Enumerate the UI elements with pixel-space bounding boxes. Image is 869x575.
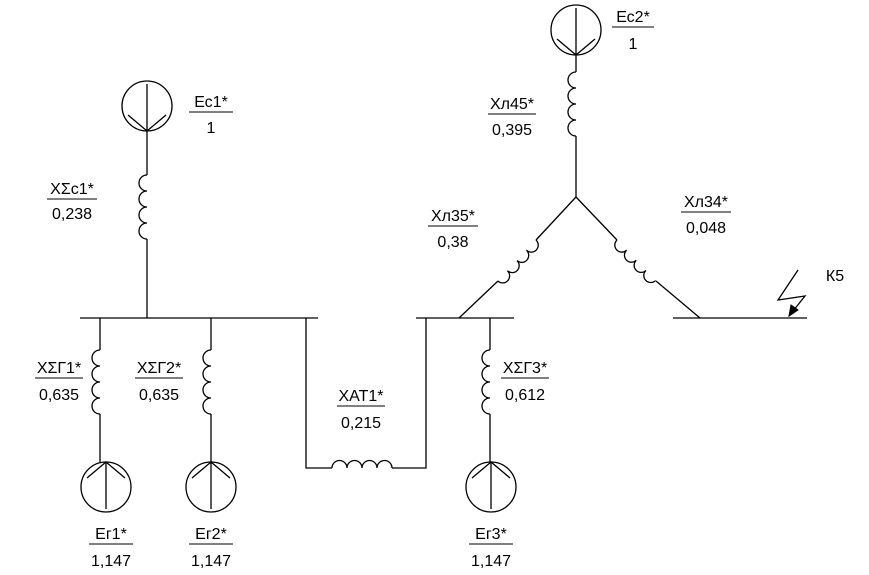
inductor-xg2 bbox=[202, 349, 212, 415]
wire-xl35-upper bbox=[535, 196, 577, 241]
label-xg1-value: 0,635 bbox=[39, 387, 79, 404]
wire-xl35-lower bbox=[458, 280, 499, 319]
label-xg2-value: 0,635 bbox=[139, 387, 179, 404]
generator-eg2 bbox=[185, 461, 237, 513]
label-xl45-name: Xл45* bbox=[490, 96, 534, 113]
wire-at1-left bbox=[305, 318, 332, 469]
source-ec1 bbox=[121, 80, 173, 132]
label-xg3-name: XΣГ3* bbox=[503, 360, 547, 377]
label-xc1-name: XΣс1* bbox=[50, 181, 94, 198]
wire-xl34-lower bbox=[655, 280, 701, 319]
inductor-xl45 bbox=[567, 71, 577, 137]
label-eg2-name: Ег2* bbox=[195, 526, 227, 543]
fault-arrow-icon bbox=[776, 269, 807, 318]
label-xl35-value: 0,38 bbox=[437, 234, 468, 251]
label-ec2-name: Ес2* bbox=[616, 9, 650, 26]
label-xl34-value: 0,048 bbox=[686, 220, 726, 237]
label-ec1-value: 1 bbox=[207, 120, 216, 137]
label-ec2-value: 1 bbox=[629, 36, 638, 53]
inductor-xat1 bbox=[331, 459, 393, 469]
label-eg2-value: 1,147 bbox=[191, 553, 231, 570]
generator-eg3 bbox=[465, 461, 517, 513]
inductor-xc1 bbox=[138, 174, 148, 240]
label-xl45-value: 0,395 bbox=[492, 122, 532, 139]
inductor-xg3 bbox=[481, 349, 491, 415]
label-xat1-value: 0,215 bbox=[341, 415, 381, 432]
wire-at1-right bbox=[392, 318, 427, 469]
inductor-xl35 bbox=[497, 239, 539, 284]
label-eg1-name: Ег1* bbox=[95, 526, 127, 543]
inductor-xg1 bbox=[91, 349, 101, 415]
label-xg1-name: XΣГ1* bbox=[37, 360, 81, 377]
source-ec2 bbox=[550, 4, 602, 56]
label-xg2-name: XΣГ2* bbox=[137, 360, 181, 377]
label-fault-k5: К5 bbox=[826, 268, 844, 285]
label-xl34-name: Xл34* bbox=[684, 194, 728, 211]
label-eg1-value: 1,147 bbox=[91, 553, 131, 570]
label-xc1-value: 0,238 bbox=[52, 206, 92, 223]
label-eg3-value: 1,147 bbox=[471, 553, 511, 570]
label-xl35-name: Xл35* bbox=[431, 208, 475, 225]
label-xat1-name: XАТ1* bbox=[339, 388, 384, 405]
label-eg3-name: Ег3* bbox=[475, 526, 507, 543]
generator-eg1 bbox=[80, 461, 132, 513]
wire-xl34-upper bbox=[575, 196, 618, 241]
label-ec1-name: Ес1* bbox=[194, 94, 228, 111]
label-xg3-value: 0,612 bbox=[505, 387, 545, 404]
inductor-xl34 bbox=[614, 239, 657, 284]
